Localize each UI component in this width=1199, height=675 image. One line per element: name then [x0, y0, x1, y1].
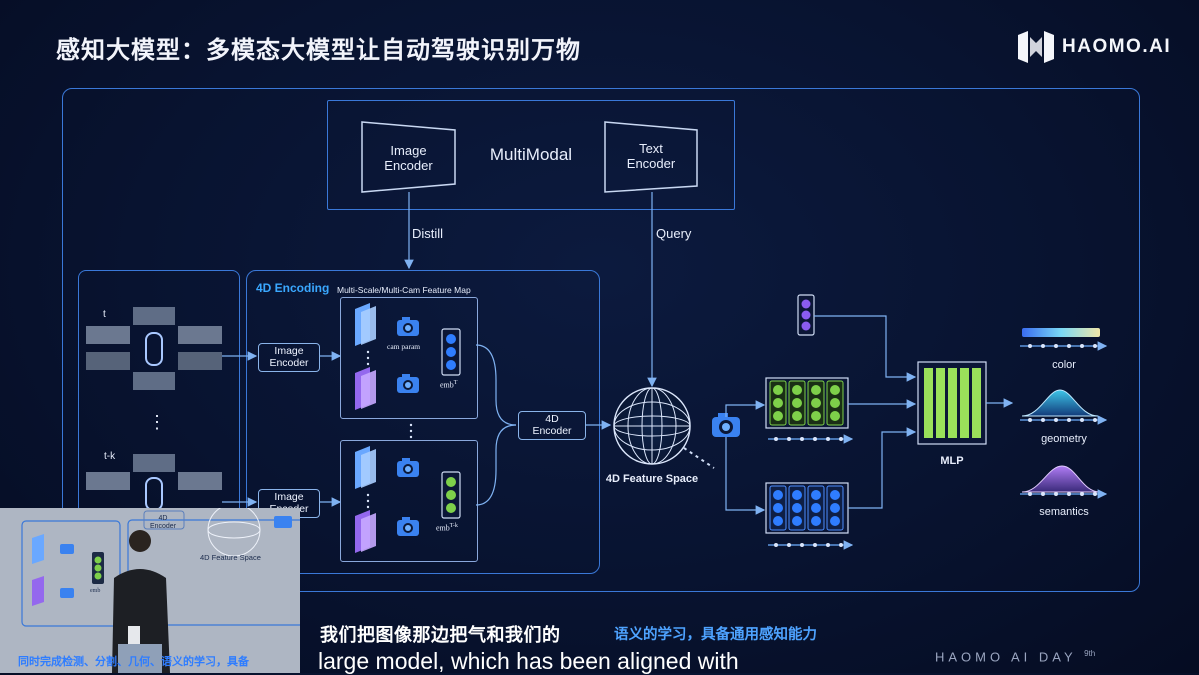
- image-encoder-label: Image Encoder: [384, 143, 433, 173]
- 4d-encoding-title: 4D Encoding: [256, 281, 330, 295]
- subtitle-english: large model, which has been aligned with: [318, 648, 739, 674]
- inset-feature-space-label: 4D Feature Space: [200, 553, 261, 562]
- logo-text: HAOMO.AI: [1062, 36, 1172, 57]
- diagram-outer-frame: [62, 88, 1140, 592]
- haomo-logo: HAOMO.AI: [1018, 31, 1171, 63]
- text-encoder-label: Text Encoder: [626, 141, 676, 171]
- image-encoder-t-box: Image Encoder: [258, 343, 320, 372]
- event-brand: HAOMO AI DAY 9th: [935, 649, 1096, 665]
- emb-tk-label: embT-k: [436, 523, 458, 533]
- 4d-encoding-panel: [246, 270, 600, 574]
- query-label: Query: [656, 226, 692, 241]
- camera-icon: [397, 374, 419, 393]
- subtitle-chinese: 我们把图像那边把气和我们的: [320, 625, 561, 646]
- subtitle-chinese-overlay: 语义的学习，具备通用感知能力: [614, 627, 817, 643]
- color-label: color: [1052, 359, 1076, 371]
- cam-param-label: cam param: [387, 342, 421, 351]
- inset-4d-encoder-label: 4D Encoder: [149, 515, 177, 530]
- text-encoder-shape: [604, 121, 698, 193]
- emb-t-label: embT: [440, 380, 458, 390]
- slide-title: 感知大模型：多模态大模型让自动驾驶识别万物: [56, 36, 581, 64]
- time-t-label: t: [103, 309, 106, 320]
- semantics-label: semantics: [1039, 506, 1089, 518]
- haomo-logo-icon: [1018, 31, 1054, 63]
- time-tk-label: t-k: [104, 451, 116, 462]
- multimodal-label: MultiModal: [489, 145, 573, 164]
- inset-emb-label: emb: [90, 588, 101, 594]
- camera-icon: [397, 517, 419, 536]
- multimodal-frame: [327, 100, 735, 210]
- geometry-label: geometry: [1041, 433, 1087, 445]
- camera-icon: [712, 413, 740, 437]
- camera-icon: [397, 317, 419, 336]
- mlp-label: MLP: [940, 455, 964, 467]
- inset-caption: 同时完成检测、分割、几何、语义的学习，具备: [18, 655, 249, 668]
- camera-icon: [397, 458, 419, 477]
- image-encoder-shape: [361, 121, 456, 193]
- inset-slide-preview: [0, 508, 300, 673]
- presenter-video-inset: 4D Encoder 4D Feature Space emb 同时完成检测、分…: [0, 508, 300, 673]
- 4d-encoder-box: 4D Encoder: [518, 411, 586, 440]
- distill-label: Distill: [412, 226, 444, 241]
- 4d-feature-space-sphere: [613, 387, 691, 465]
- 4d-feature-space-label: 4D Feature Space: [605, 473, 699, 485]
- feature-map-title: Multi-Scale/Multi-Cam Feature Map: [337, 285, 471, 295]
- camera-ellipsis: ⋮: [148, 412, 166, 432]
